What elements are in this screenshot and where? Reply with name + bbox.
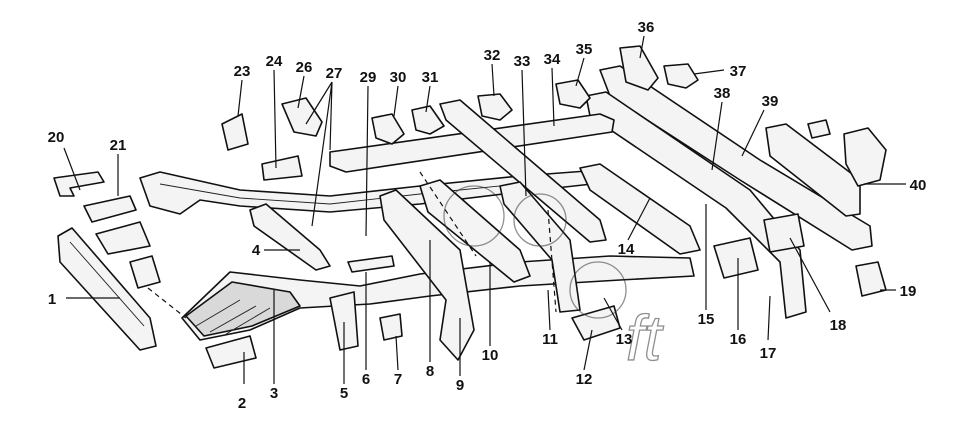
callout-3: 3 xyxy=(270,385,278,402)
callout-34: 34 xyxy=(544,51,561,68)
callout-14: 14 xyxy=(618,241,635,258)
watermark: ft xyxy=(443,185,664,375)
callout-23: 23 xyxy=(234,63,251,80)
callout-32: 32 xyxy=(484,47,501,64)
callouts: 1 2 3 4 5 6 7 8 9 10 11 12 13 14 15 16 1… xyxy=(48,19,927,412)
callout-31: 31 xyxy=(422,69,439,86)
frame-rail-left xyxy=(139,169,611,215)
callout-37: 37 xyxy=(730,63,747,80)
frame-rail-right xyxy=(579,65,873,319)
callout-10: 10 xyxy=(482,347,499,364)
small-brackets xyxy=(221,45,699,181)
callout-11: 11 xyxy=(542,331,558,348)
callout-7: 7 xyxy=(394,371,402,388)
callout-16: 16 xyxy=(730,331,747,348)
assembly-lines xyxy=(147,171,557,319)
callout-36: 36 xyxy=(638,19,655,36)
callout-27: 27 xyxy=(326,65,343,82)
leader-lines xyxy=(63,35,906,384)
callout-12: 12 xyxy=(576,371,593,388)
callout-20: 20 xyxy=(48,129,65,146)
callout-1: 1 xyxy=(48,291,56,308)
watermark-text: ft xyxy=(626,302,664,374)
callout-21: 21 xyxy=(110,137,127,154)
callout-33: 33 xyxy=(514,53,531,70)
callout-29: 29 xyxy=(360,69,377,86)
cross-member-top xyxy=(329,99,615,243)
callout-24: 24 xyxy=(266,53,283,70)
callout-39: 39 xyxy=(762,93,779,110)
cross-members xyxy=(249,179,581,361)
callout-30: 30 xyxy=(390,69,407,86)
callout-38: 38 xyxy=(714,85,731,102)
callout-9: 9 xyxy=(456,377,464,394)
callout-17: 17 xyxy=(760,345,777,362)
callout-35: 35 xyxy=(576,41,593,58)
callout-40: 40 xyxy=(910,177,927,194)
callout-5: 5 xyxy=(340,385,348,402)
callout-26: 26 xyxy=(296,59,313,76)
callout-6: 6 xyxy=(362,371,370,388)
callout-13: 13 xyxy=(616,331,633,348)
front-brackets xyxy=(53,171,151,255)
callout-18: 18 xyxy=(830,317,847,334)
callout-15: 15 xyxy=(698,311,715,328)
callout-2: 2 xyxy=(238,395,246,412)
callout-4: 4 xyxy=(252,242,261,259)
front-cross-member xyxy=(57,227,157,351)
callout-8: 8 xyxy=(426,363,434,380)
rear-beam xyxy=(765,119,887,297)
callout-19: 19 xyxy=(900,283,917,300)
